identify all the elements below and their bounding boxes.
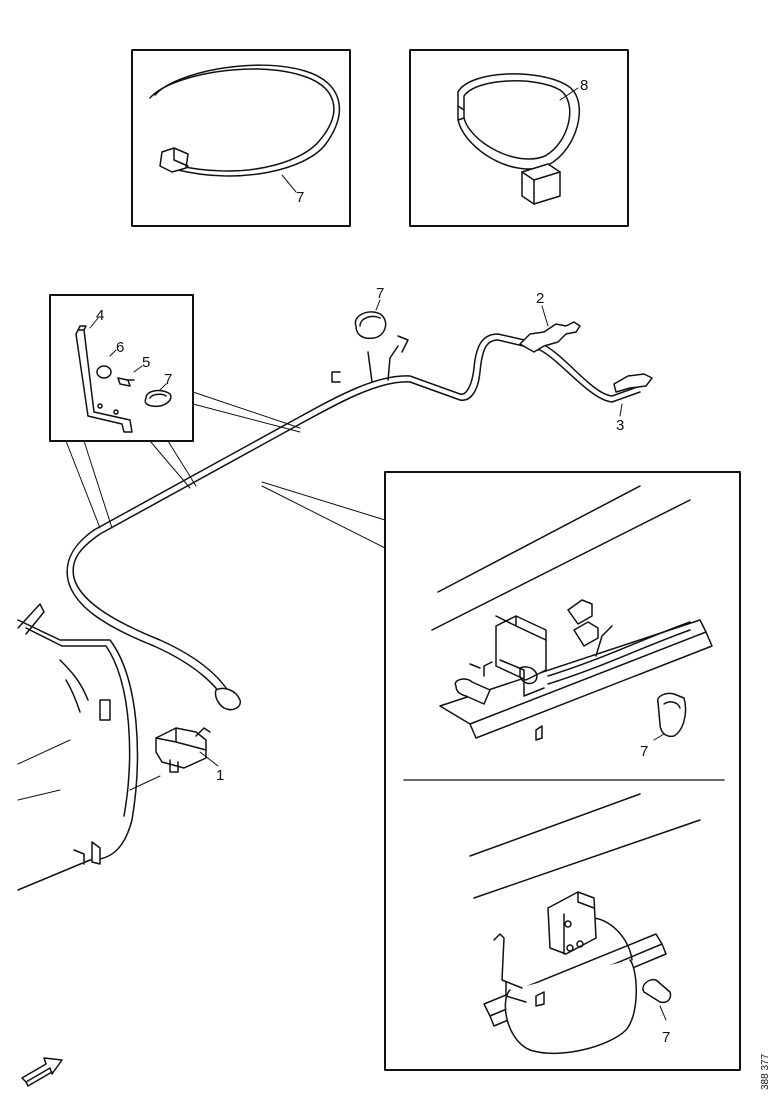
callout-3: 3 [616, 417, 624, 434]
callout-1: 1 [216, 767, 224, 784]
detail-panel: 7 7 [384, 471, 741, 1071]
callout-7-main: 7 [376, 285, 384, 302]
callout-5: 5 [142, 354, 150, 371]
figure-reference-number: 388 377 [760, 1053, 771, 1090]
callout-6: 6 [116, 339, 124, 356]
main-brake-pipe [66, 321, 653, 711]
callout-7-inset: 7 [164, 371, 172, 388]
callout-8: 8 [580, 77, 588, 94]
callout-7-detail-upper: 7 [640, 743, 648, 760]
valve-assembly-1: 1 [155, 727, 224, 784]
clamp-7-on-pipe: 7 [354, 285, 387, 340]
inset-closed-cable-tie: 8 [409, 49, 629, 227]
air-tank [17, 603, 161, 891]
detail-upper-valve-mount: 7 [431, 485, 713, 760]
inset-leader-lines [65, 391, 386, 549]
callout-7-detail-lower: 7 [662, 1029, 670, 1046]
callout-2: 2 [536, 290, 544, 307]
direction-arrow-icon [21, 1057, 63, 1087]
callout-7-open-tie: 7 [296, 189, 304, 206]
callouts-2-3: 2 3 [536, 290, 624, 434]
inset-open-cable-tie: 7 [131, 49, 351, 227]
callout-4: 4 [96, 307, 104, 324]
detail-lower-tank-mount: 7 [469, 793, 701, 1055]
inset-bracket-assembly: 4 6 5 7 [49, 294, 194, 442]
